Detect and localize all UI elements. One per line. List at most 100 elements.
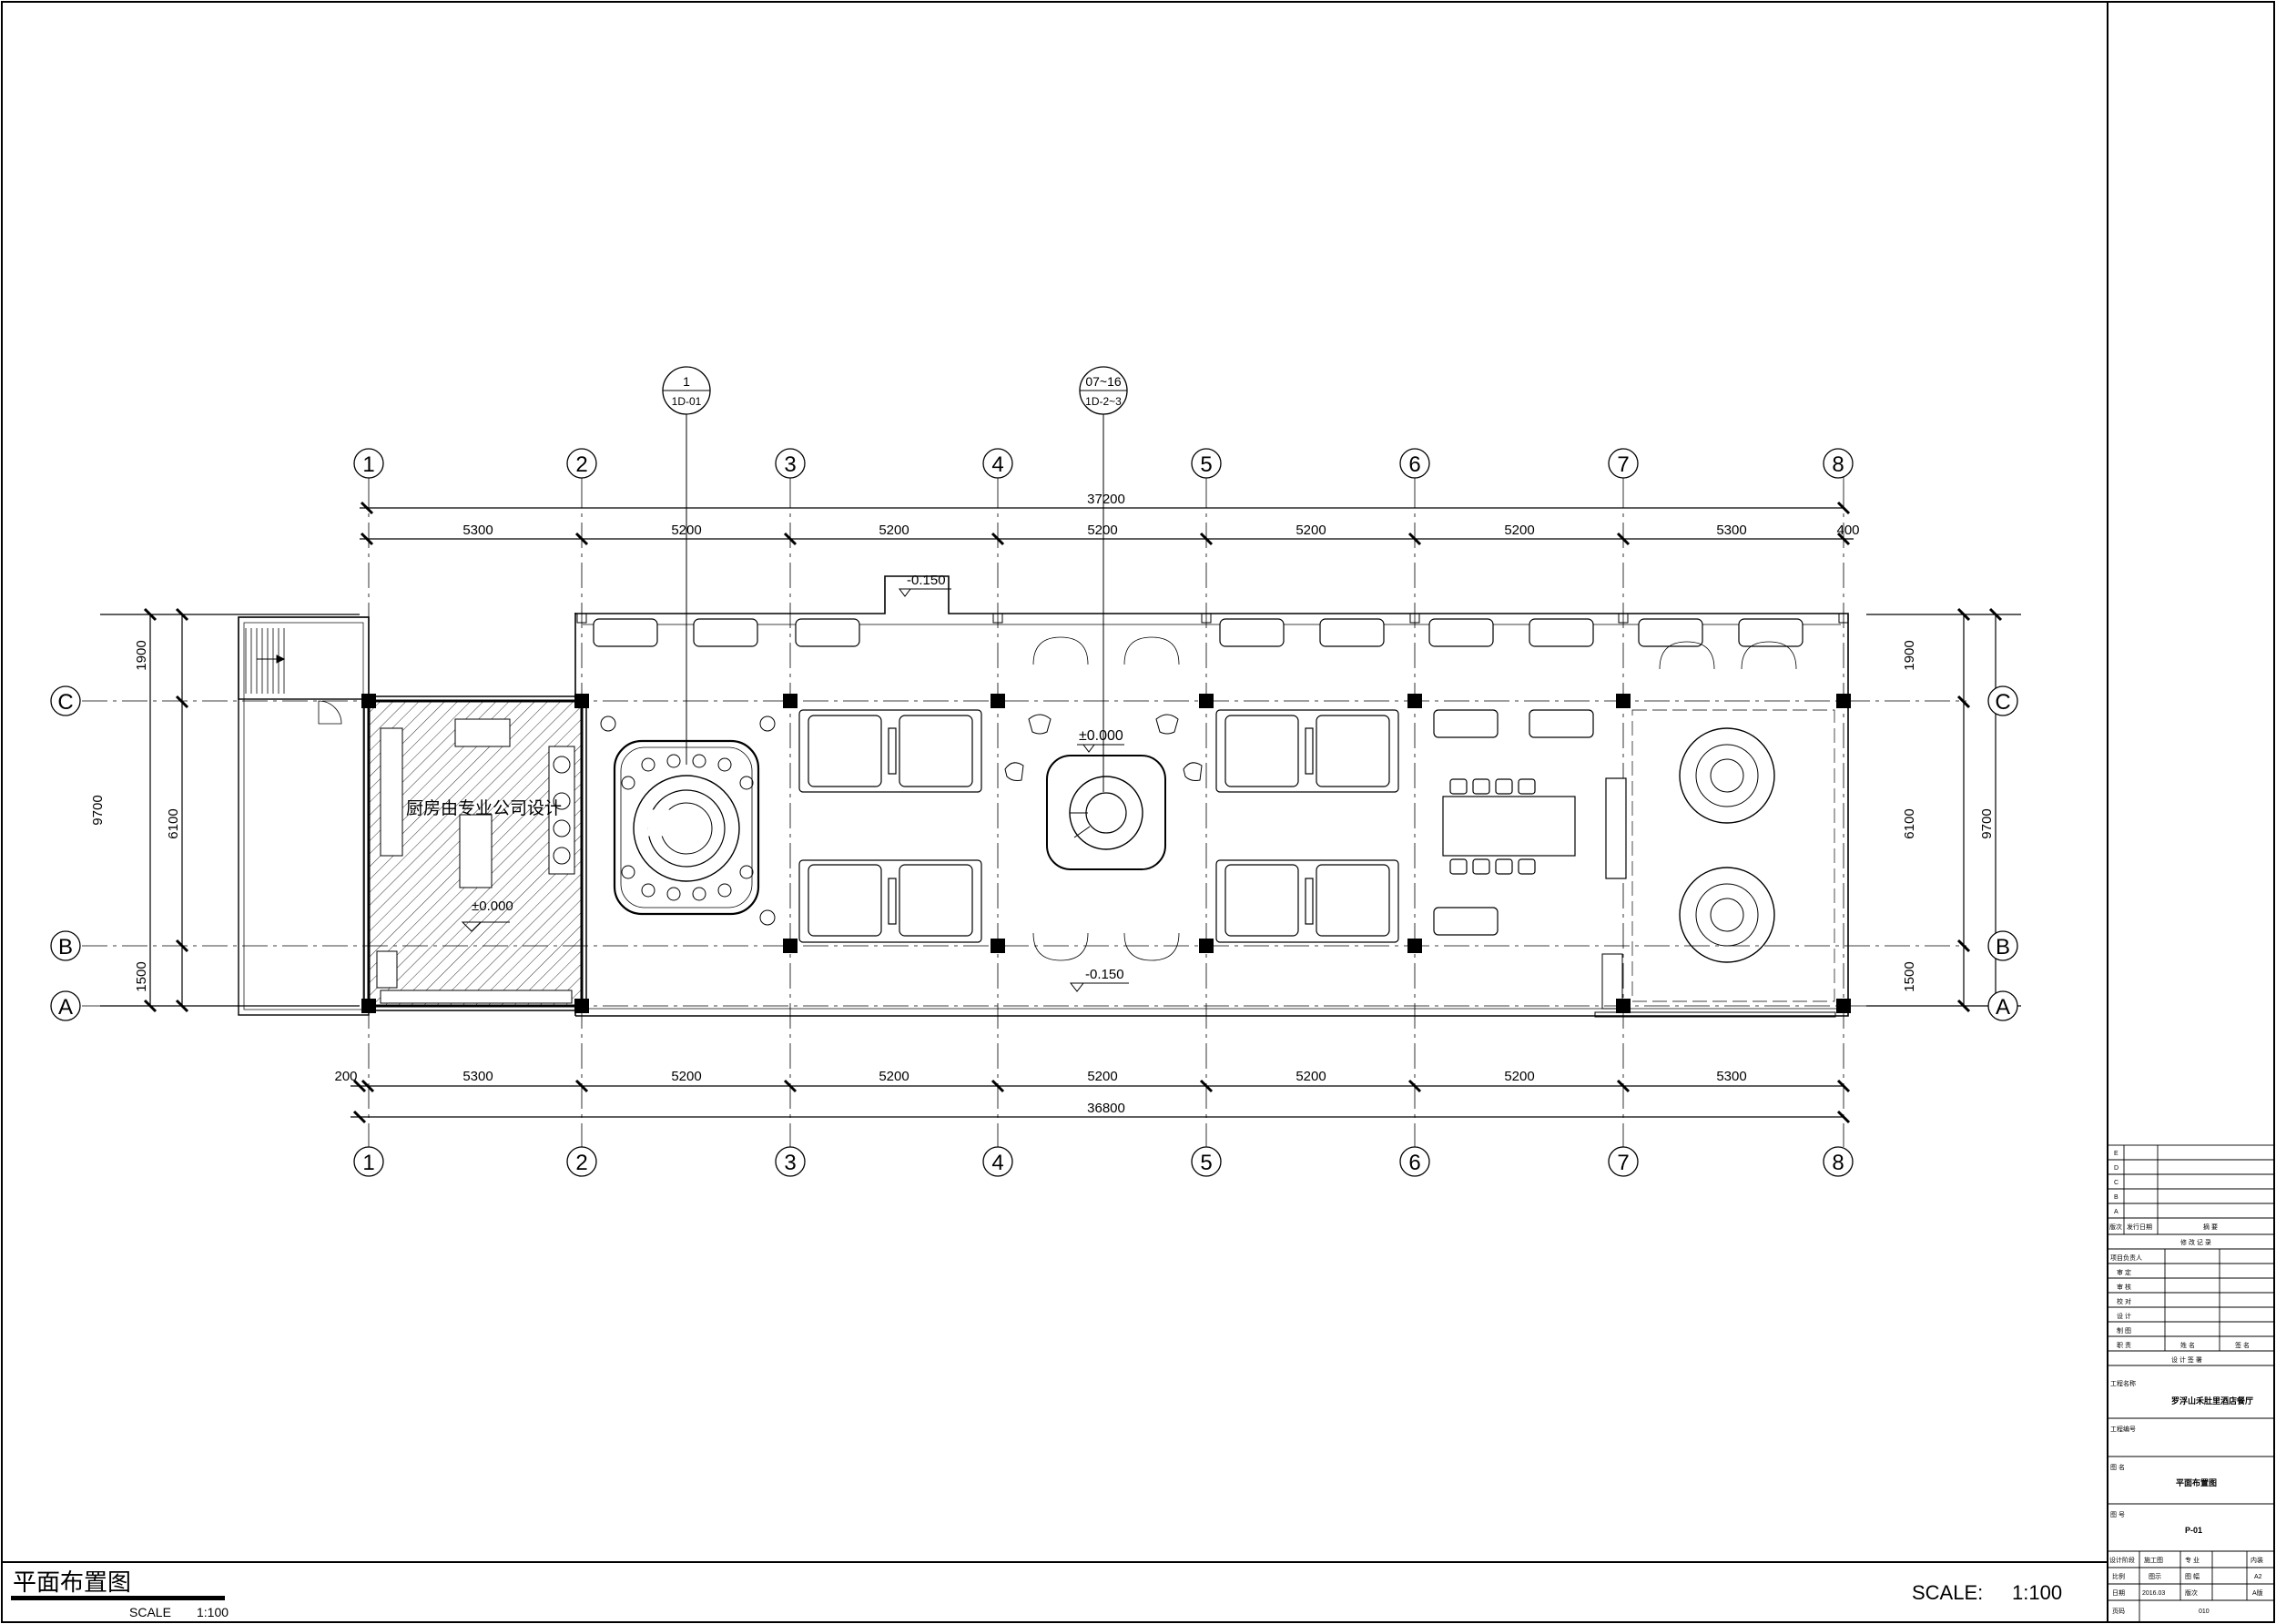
dim-top-total: 37200 <box>1087 492 1125 507</box>
dim-right-seg-2: 6100 <box>1902 808 1917 838</box>
discipline: 内装 <box>2251 1556 2263 1564</box>
grid-col-3-bottom: 3 <box>784 1151 796 1175</box>
dim-bottom-seg-4: 5200 <box>1087 1069 1117 1084</box>
dim-left-seg-3: 1500 <box>134 961 149 991</box>
upper-level: -0.150 <box>907 573 946 588</box>
long-table-area <box>1433 709 1627 936</box>
rev-letter-a: A <box>2114 1209 2119 1215</box>
grid-col-6-top: 6 <box>1408 452 1420 477</box>
grid-col-1-bottom: 1 <box>362 1151 374 1175</box>
size-label: 图 幅 <box>2185 1572 2200 1580</box>
round-bar-center: ±0.000 <box>1004 636 1203 961</box>
role-col-sign: 签 名 <box>2235 1341 2250 1349</box>
grid-row-a-left: A <box>58 995 73 1020</box>
dim-right-seg-3: 1500 <box>1902 961 1917 991</box>
grid-row-b-right: B <box>1996 935 2010 959</box>
stage: 施工图 <box>2144 1556 2163 1564</box>
dim-bottom-total: 36800 <box>1087 1101 1125 1116</box>
callout-1: 1 1D-01 <box>662 366 711 765</box>
structural-columns <box>361 694 1851 1013</box>
rev-letter-e: E <box>2114 1151 2119 1157</box>
drawing-name: 平面布置图 <box>2176 1477 2217 1487</box>
role-approve: 审 定 <box>2117 1268 2131 1276</box>
title-block <box>2107 1144 2275 1623</box>
grid-col-5-top: 5 <box>1200 452 1212 477</box>
drawing-title-block: 平面布置图 SCALE 1:100 <box>11 1568 229 1619</box>
page-label: 页码 <box>2112 1608 2125 1615</box>
dim-top-seg-1: 5300 <box>462 523 493 538</box>
grid-col-4-top: 4 <box>991 452 1003 477</box>
grid-row-b-left: B <box>58 935 73 959</box>
rev-header-version: 版次 <box>2109 1223 2122 1231</box>
scale-right-label: SCALE: <box>1912 1581 1983 1604</box>
round-banquet-tables <box>1594 641 1836 1018</box>
rev-header-summary: 摘 要 <box>2203 1223 2218 1231</box>
size: A2 <box>2254 1574 2262 1580</box>
title-block-text: E D C B A 版次 发行日期 摘 要 修 改 记 录 项目负责人 审 定 … <box>2109 1151 2263 1615</box>
center-level: ±0.000 <box>1079 728 1123 744</box>
drawing-name-label: 图 名 <box>2110 1463 2125 1471</box>
grid-bubbles-bottom: 1 2 3 4 5 6 7 8 <box>353 1146 1854 1177</box>
project-no-label: 工程编号 <box>2110 1425 2136 1433</box>
role-review: 审 核 <box>2117 1283 2131 1291</box>
dim-left-total: 9700 <box>90 795 106 825</box>
dim-bottom-seg-6: 5200 <box>1504 1069 1534 1084</box>
role-check: 校 对 <box>2117 1297 2131 1305</box>
drawing-title: 平面布置图 <box>13 1568 131 1596</box>
callout-2-top: 07~16 <box>1085 374 1122 389</box>
dim-right-total: 9700 <box>1979 808 1995 838</box>
grid-col-1-top: 1 <box>362 452 374 477</box>
version-label: 版次 <box>2185 1588 2198 1597</box>
dim-left-seg-2: 6100 <box>166 808 181 838</box>
rev-letter-b: B <box>2114 1194 2119 1201</box>
project-name: 罗浮山禾肚里酒店餐厅 <box>2171 1396 2253 1406</box>
grid-col-2-bottom: 2 <box>575 1151 587 1175</box>
round-bar-left <box>600 716 776 926</box>
role-draft: 制 图 <box>2117 1326 2131 1335</box>
dim-right-seg-1: 1900 <box>1902 640 1917 670</box>
grid-row-a-right: A <box>1996 995 2010 1020</box>
dim-bottom-offset: 200 <box>334 1069 357 1084</box>
version: A版 <box>2252 1588 2263 1597</box>
booth-seating-a <box>798 709 982 943</box>
rev-letter-d: D <box>2114 1165 2119 1172</box>
role-pm: 项目负责人 <box>2110 1254 2142 1262</box>
page: 010 <box>2199 1609 2210 1615</box>
grid-row-c-right: C <box>1995 690 2010 715</box>
ratio: 图示 <box>2149 1573 2161 1580</box>
callout-1-bottom: 1D-01 <box>672 395 702 408</box>
dim-top-seg-5: 5200 <box>1295 523 1326 538</box>
grid-col-7-bottom: 7 <box>1617 1151 1629 1175</box>
date: 2016.03 <box>2142 1590 2165 1597</box>
grid-col-4-bottom: 4 <box>991 1151 1003 1175</box>
level-markers: -0.150 -0.150 <box>899 573 1129 992</box>
stage-label: 设计阶段 <box>2109 1556 2135 1564</box>
dim-top-seg-4: 5200 <box>1087 523 1117 538</box>
kitchen-level: ±0.000 <box>472 898 513 914</box>
dim-top-seg-3: 5200 <box>879 523 909 538</box>
drawing-no: P-01 <box>2185 1526 2202 1535</box>
grid-row-c-left: C <box>57 690 73 715</box>
dim-bottom-seg-5: 5200 <box>1295 1069 1326 1084</box>
grid-col-8-top: 8 <box>1832 452 1844 477</box>
grid-col-8-bottom: 8 <box>1832 1151 1844 1175</box>
dim-top-seg-7: 5300 <box>1716 523 1746 538</box>
kitchen-area: 厨房由专业公司设计 ±0.000 <box>363 695 587 1011</box>
dim-top-seg-6: 5200 <box>1504 523 1534 538</box>
grid-col-5-bottom: 5 <box>1200 1151 1212 1175</box>
grid-col-3-top: 3 <box>784 452 796 477</box>
project-label: 工程名称 <box>2110 1379 2136 1387</box>
stair-terrace <box>238 616 370 1016</box>
grid-col-2-top: 2 <box>575 452 587 477</box>
dim-left-seg-1: 1900 <box>134 640 149 670</box>
grid-bubbles-right: C B A <box>1987 685 2018 1021</box>
rev-header-date: 发行日期 <box>2127 1223 2152 1231</box>
grid-bubbles-left: C B A <box>50 685 81 1021</box>
scale-block-label: SCALE <box>129 1605 171 1619</box>
rev-record: 修 改 记 录 <box>2180 1238 2211 1246</box>
callout-1-top: 1 <box>683 374 690 389</box>
rev-letter-c: C <box>2114 1180 2119 1186</box>
dim-bottom-seg-2: 5200 <box>671 1069 701 1084</box>
drawing-no-label: 图 号 <box>2110 1511 2125 1518</box>
